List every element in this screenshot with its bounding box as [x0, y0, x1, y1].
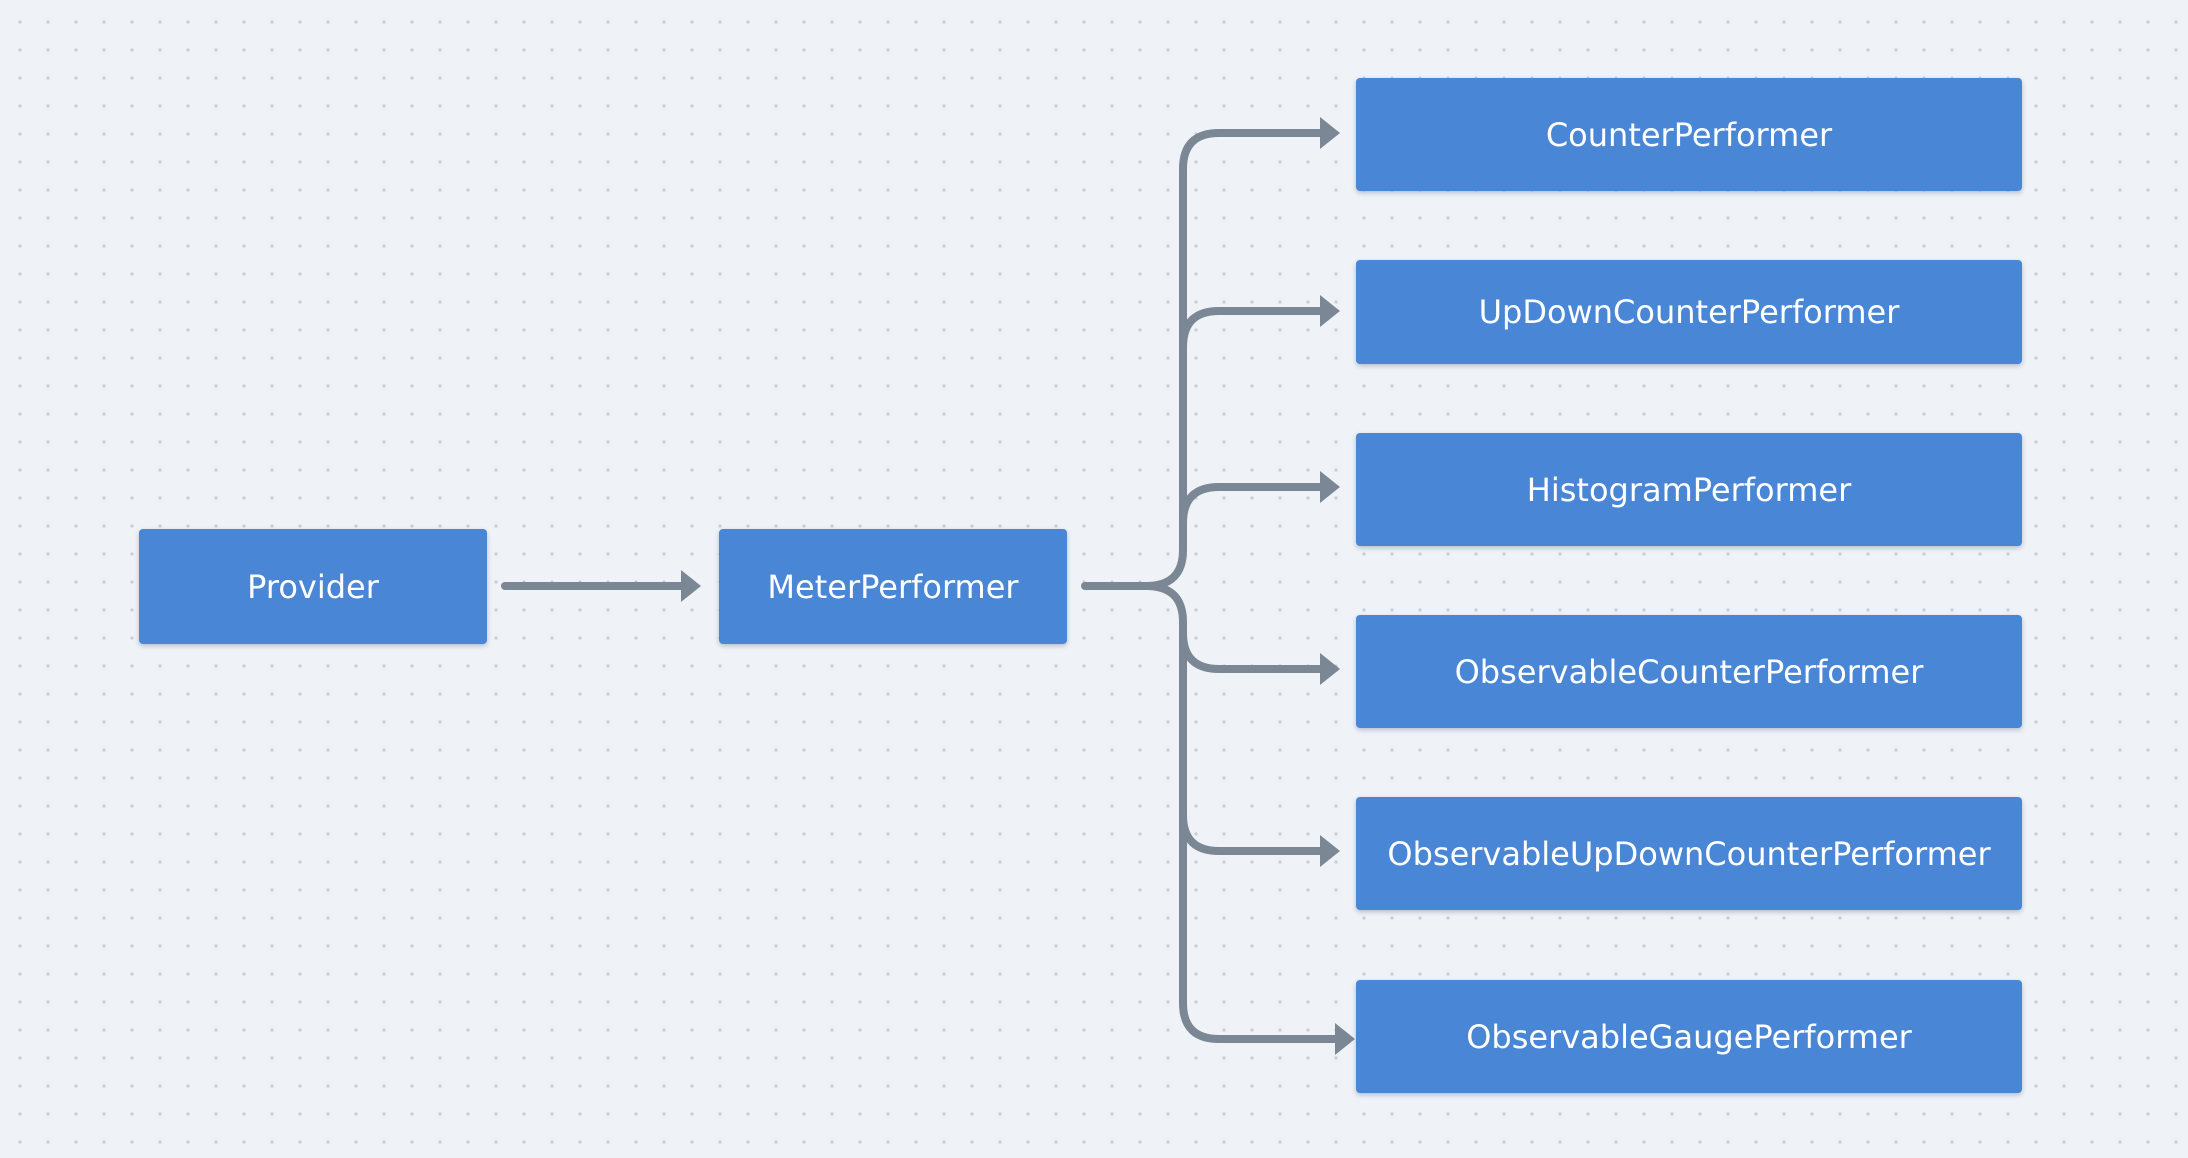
- provider-label: Provider: [247, 567, 379, 606]
- observablecounterperformer-node[interactable]: ObservableCounterPerformer: [1356, 615, 2022, 728]
- counterperformer-label: CounterPerformer: [1545, 115, 1833, 154]
- edge-meterperformer-to-counterperformer: [1142, 129, 1324, 590]
- observablecounterperformer-label: ObservableCounterPerformer: [1454, 652, 1924, 691]
- observablegaugeperformer-node[interactable]: ObservableGaugePerformer: [1356, 980, 2022, 1093]
- arrowhead-provider-to-meterperformer: [681, 570, 701, 602]
- provider-node[interactable]: Provider: [139, 529, 487, 644]
- arrowhead-observablecounterperformer: [1320, 653, 1340, 685]
- histogramperformer-node[interactable]: HistogramPerformer: [1356, 433, 2022, 546]
- meterperformer-node[interactable]: MeterPerformer: [719, 529, 1067, 644]
- observableupdowncounterperformer-label: ObservableUpDownCounterPerformer: [1387, 834, 1991, 873]
- histogramperformer-label: HistogramPerformer: [1526, 470, 1852, 509]
- meterperformer-label: MeterPerformer: [767, 567, 1019, 606]
- observablegaugeperformer-label: ObservableGaugePerformer: [1466, 1017, 1912, 1056]
- edge-meterperformer-to-histogramperformer: [1179, 483, 1324, 527]
- edge-meterperformer-to-updowncounterperformer: [1179, 307, 1324, 351]
- observableupdowncounterperformer-node[interactable]: ObservableUpDownCounterPerformer: [1356, 797, 2022, 910]
- updowncounterperformer-label: UpDownCounterPerformer: [1478, 293, 1900, 331]
- arrowhead-histogramperformer: [1320, 471, 1340, 503]
- arrowhead-observablegaugeperformer: [1335, 1023, 1355, 1055]
- arrowhead-updowncounterperformer: [1320, 295, 1340, 327]
- edge-meterperformer-to-observablecounterperformer: [1179, 629, 1324, 673]
- updowncounterperformer-node[interactable]: UpDownCounterPerformer: [1356, 260, 2022, 364]
- edge-meterperformer-to-observablegaugeperformer: [1142, 582, 1339, 1043]
- counterperformer-node[interactable]: CounterPerformer: [1356, 78, 2022, 191]
- arrowhead-observableupdowncounterperformer: [1320, 835, 1340, 867]
- edge-meterperformer-to-observableupdowncounterperformer: [1179, 811, 1324, 855]
- arrowhead-counterperformer: [1320, 117, 1340, 149]
